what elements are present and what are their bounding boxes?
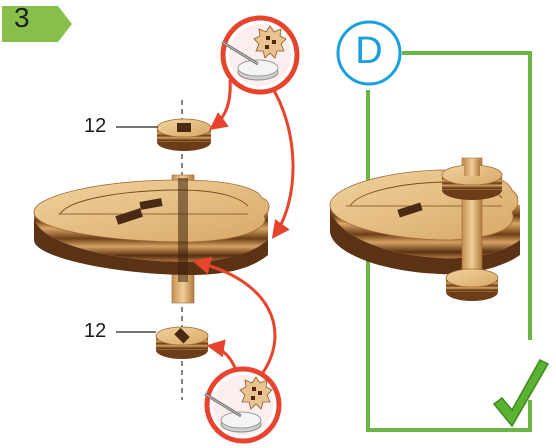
arrow-tool-to-peg	[192, 256, 277, 375]
checkmark-icon	[492, 359, 550, 428]
assembled-part	[329, 157, 520, 301]
arrow-tool-to-disk	[268, 83, 295, 239]
main-disk-left	[33, 179, 270, 275]
gear-with-tweezers-icon	[204, 366, 282, 444]
step-number: 3	[14, 2, 30, 33]
gear-with-tweezers-icon	[220, 15, 300, 95]
step-badge-shape	[2, 6, 72, 42]
peg-slot-in-disk	[178, 178, 188, 282]
top-part-count: 12	[84, 115, 107, 137]
variant-ring	[336, 20, 402, 86]
variant-letter: D	[355, 30, 383, 72]
bottom-part-count: 12	[84, 320, 107, 342]
arrow-tool-to-top-ring	[209, 79, 232, 131]
top-ring-part	[156, 118, 212, 151]
bottom-ring-part	[155, 326, 209, 359]
